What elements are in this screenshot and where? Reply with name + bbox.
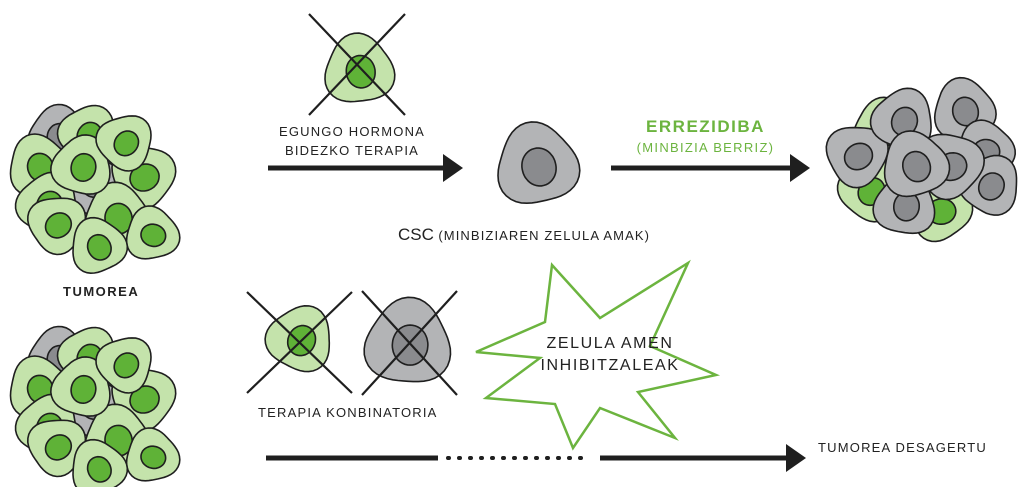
inhibitors-line-2: INHIBITZALEAK xyxy=(540,357,680,374)
crossed-gray-cell-bottom xyxy=(361,290,458,396)
crossed-green-cell-bottom xyxy=(246,291,353,394)
inhibitors-line-1: ZELULA AMEN xyxy=(546,335,674,352)
arrow-icon xyxy=(611,154,810,182)
cell-icon xyxy=(125,205,181,260)
cell-icon xyxy=(95,337,152,394)
csc-description: (MINBIZIAREN ZELULA AMAK) xyxy=(438,228,651,243)
arrows xyxy=(266,154,810,472)
hormone-therapy-label: EGUNGO HORMONA BIDEZKO TERAPIA xyxy=(262,122,442,160)
tumor-disappears-label: TUMOREA DESAGERTU xyxy=(818,440,987,455)
recurrence-title: ERREZIDIBA xyxy=(646,117,765,136)
cross-line xyxy=(246,291,353,394)
cross-line xyxy=(308,13,406,116)
recurrence-tumor-cluster xyxy=(825,76,1018,243)
csc-cell xyxy=(497,121,581,205)
cell-icon xyxy=(825,126,889,189)
csc-abbreviation: CSC xyxy=(398,225,434,244)
combination-therapy-label: TERAPIA KONBINATORIA xyxy=(258,405,438,420)
cross-line xyxy=(361,290,458,396)
tumor-cluster-top xyxy=(9,103,181,275)
cell-icon xyxy=(72,216,129,275)
hormone-therapy-line-2: BIDEZKO TERAPIA xyxy=(284,143,420,158)
cell-icon xyxy=(125,427,181,482)
arrow-icon xyxy=(268,154,463,182)
hormone-therapy-line-1: EGUNGO HORMONA xyxy=(278,124,426,139)
tumor-cluster-bottom xyxy=(9,325,181,492)
tumor-label: TUMOREA xyxy=(63,284,140,299)
cell-icon xyxy=(497,121,581,205)
cell-icon xyxy=(72,438,129,492)
recurrence-label: ERREZIDIBA (MINBIZIA BERRIZ) xyxy=(618,117,793,155)
crossed-green-cell-top xyxy=(308,13,406,116)
cell-icon xyxy=(26,197,87,256)
star-burst-icon xyxy=(475,259,721,451)
csc-label: CSC (MINBIZIAREN ZELULA AMAK) xyxy=(398,225,650,245)
cell-icon xyxy=(95,115,152,172)
cell-icon xyxy=(883,130,951,198)
inhibitors-label: ZELULA AMEN INHIBITZALEAK xyxy=(530,333,690,377)
cell-icon xyxy=(26,419,87,478)
recurrence-subtitle: (MINBIZIA BERRIZ) xyxy=(636,140,775,155)
arrow-icon xyxy=(266,444,806,472)
